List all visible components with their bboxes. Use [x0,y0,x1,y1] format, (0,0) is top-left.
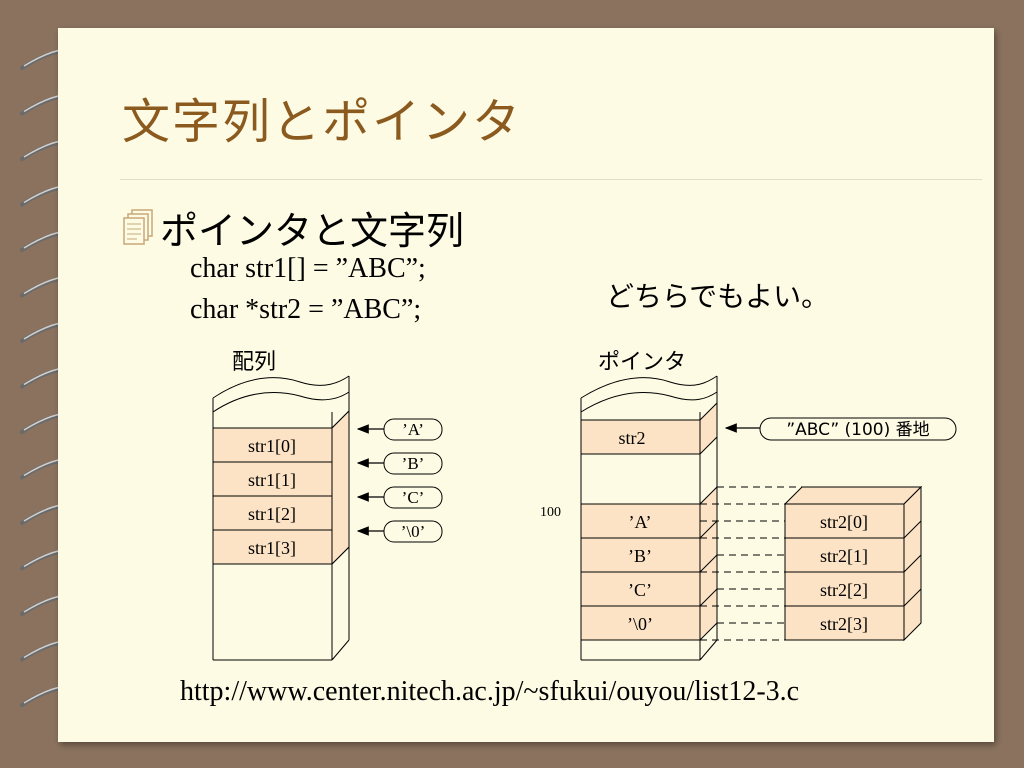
pointer-cell-label: str2 [619,428,646,448]
pointer-cell [580,401,718,456]
array-value-3: ’\0’ [401,522,426,541]
array-cell-2: str1[2] [248,504,296,524]
string-block [783,485,923,642]
pointer-value: ”ABC” (100) 番地 [786,420,929,440]
array-cells [212,409,350,566]
string-cell-0: str2[0] [820,512,868,532]
note-either-ok: どちらでもよい。 [606,280,830,313]
memory-string-cells [580,485,718,642]
array-value-1: ’B’ [402,454,425,473]
array-label: 配列 [232,350,277,375]
memory-cell-1: ’B’ [628,546,652,566]
code-line-array: char str1[] = ”ABC”; [190,253,426,284]
memory-cell-0: ’A’ [629,512,652,532]
pointer-label: ポインタ [598,350,687,375]
address-label: 100 [540,505,561,520]
memory-column-torn-top [580,375,718,399]
string-cell-1: str2[1] [820,546,868,566]
array-cell-0: str1[0] [248,436,296,456]
slide-title: 文字列とポインタ [122,94,523,150]
document-bullet-icon [123,209,153,245]
string-cell-2: str2[2] [820,580,868,600]
array-value-2: ’C’ [402,488,425,507]
dashed-links [700,486,802,641]
code-line-pointer: char *str2 = ”ABC”; [190,294,422,325]
memory-cell-2: ’C’ [628,580,652,600]
source-url[interactable]: http://www.center.nitech.ac.jp/~sfukui/o… [180,676,800,707]
array-cell-3: str1[3] [248,538,296,558]
array-cell-1: str1[1] [248,470,296,490]
array-value-0: ’A’ [402,420,424,439]
array-column-torn-top [212,375,350,399]
string-cell-3: str2[3] [820,614,868,634]
bullet-heading: ポインタと文字列 [160,209,465,253]
memory-cell-3: ’\0’ [627,614,653,634]
title-divider [120,179,982,180]
